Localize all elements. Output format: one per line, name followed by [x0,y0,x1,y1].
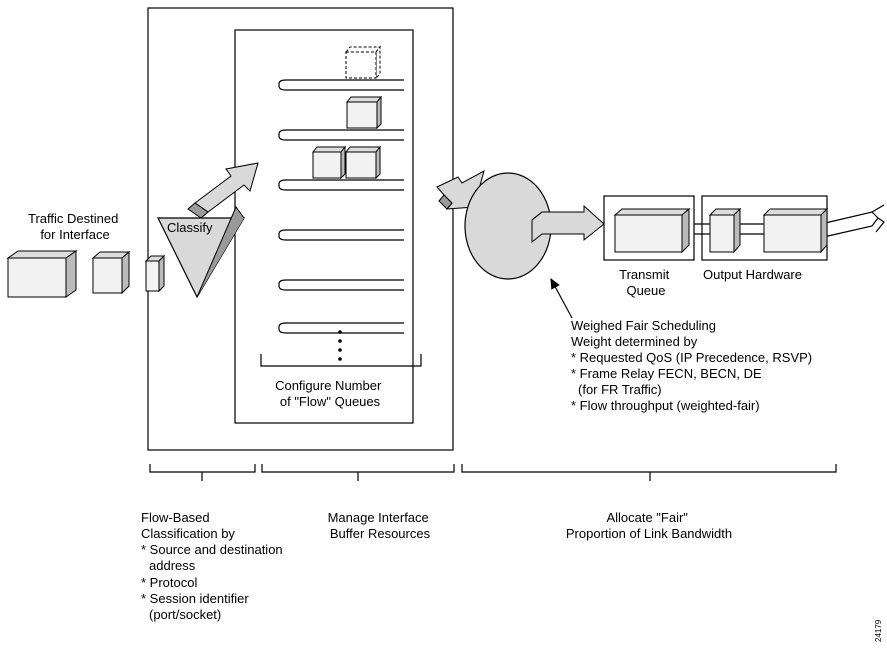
section-brackets [150,464,836,481]
more-queues-dots [338,330,342,361]
classify-label: Classify [167,220,213,235]
weighted-fair-scheduling-label: Weighed Fair Scheduling Weight determine… [571,318,816,413]
packet-icon [346,47,380,78]
manage-buffer-label: Manage Interface Buffer Resources [328,510,433,541]
traffic-label: Traffic Destined for Interface [28,211,122,242]
queue-packets [313,47,381,178]
packet-icon [313,147,345,178]
packet-icon [93,252,129,293]
allocate-bandwidth-label: Allocate "Fair" Proportion of Link Bandw… [566,510,732,541]
transmit-queue-label: Transmit Queue [619,267,673,298]
packet-icon [710,209,740,252]
figure-id-label: 24179 [874,619,883,642]
incoming-packets [8,251,164,297]
flow-classification-label: Flow-Based Classification by * Source an… [141,510,286,622]
scheduler-pointer-arrow [551,279,572,318]
packet-icon [346,147,380,178]
flow-queues [279,80,404,333]
packet-icon [146,256,164,291]
packet-icon [615,209,689,252]
classify-to-queue-arrow [188,163,258,218]
packet-icon [8,251,76,297]
queue-panel [235,30,413,423]
packet-icon [347,97,381,128]
output-hardware-label: Output Hardware [703,267,802,282]
configure-queues-label: Configure Number of "Flow" Queues [275,378,385,409]
packet-icon [764,209,827,252]
